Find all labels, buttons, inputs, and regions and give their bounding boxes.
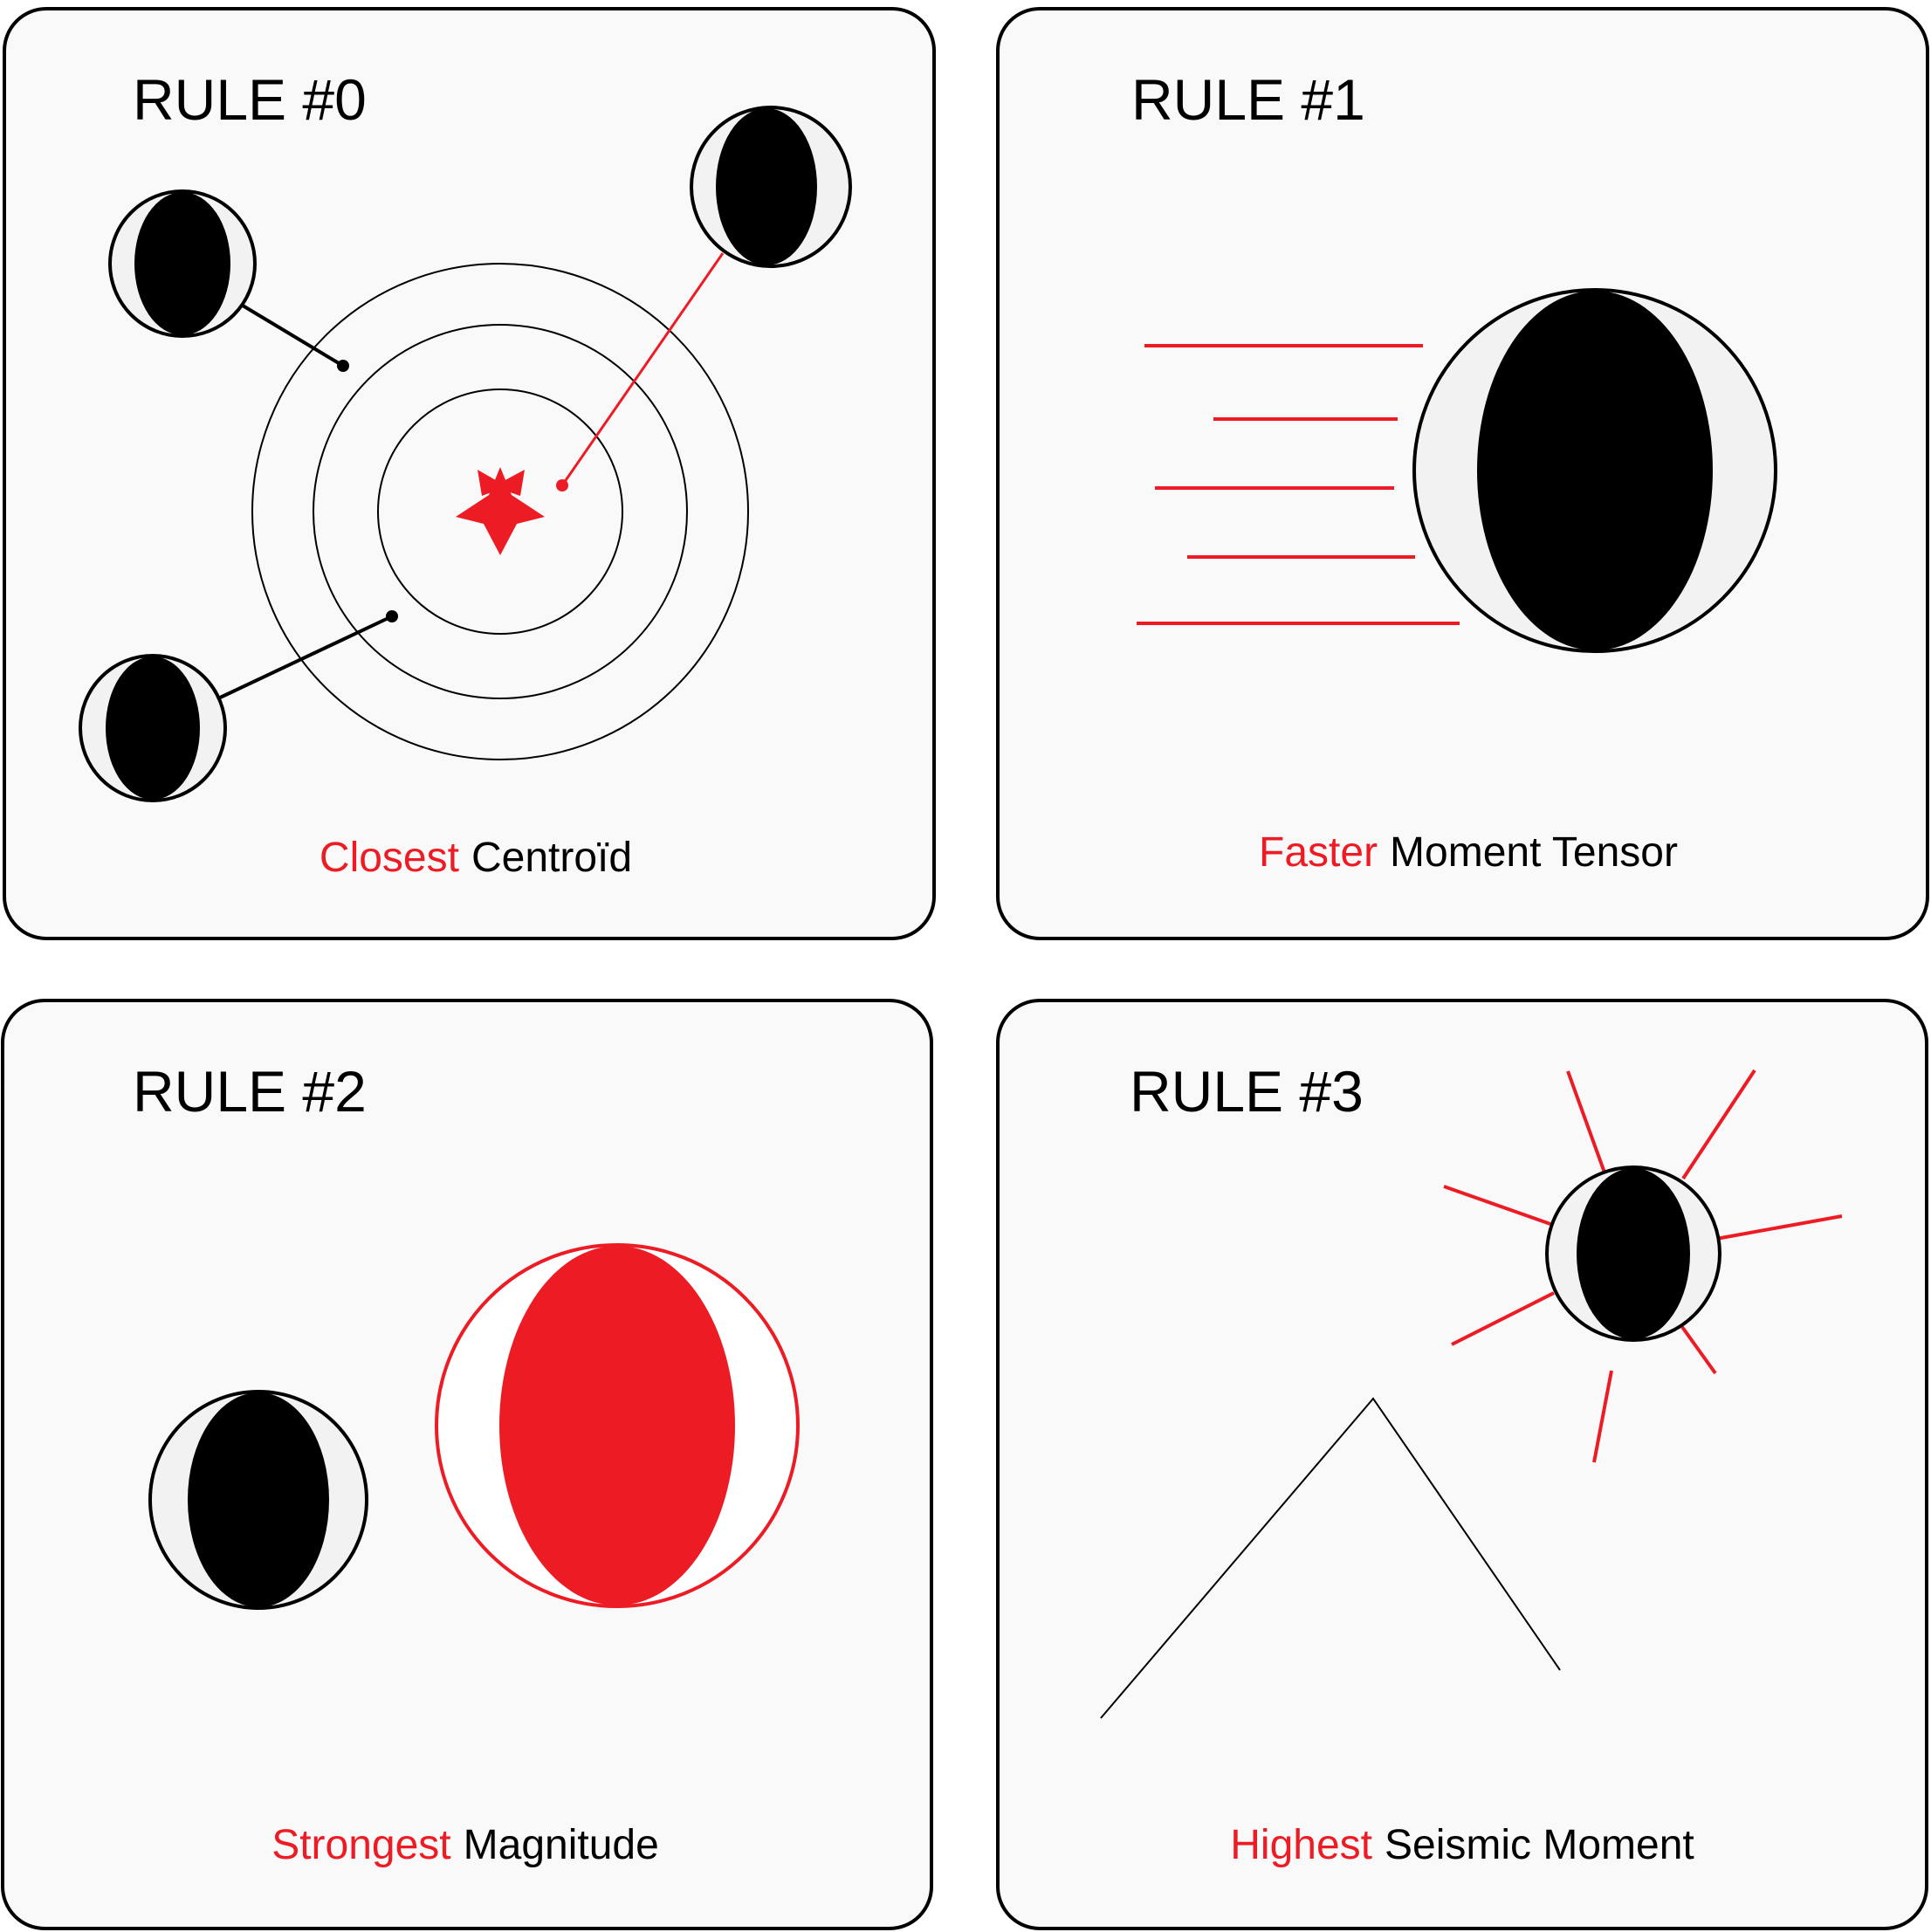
panel-rule-2: RULE #2 Strongest Magnitude bbox=[1, 999, 933, 1930]
connector-line bbox=[217, 615, 393, 700]
panel-title: RULE #3 bbox=[1130, 1059, 1364, 1124]
inner-ring bbox=[377, 388, 623, 635]
panel-rule-0: RULE #0 Closest Centroïd bbox=[3, 7, 936, 940]
panel-caption: Closest Centroïd bbox=[320, 835, 632, 881]
panel-rule-3: RULE #3 Highest Seismic Moment bbox=[996, 999, 1928, 1930]
beachball-icon bbox=[690, 106, 852, 268]
beachball-icon bbox=[1412, 288, 1777, 653]
mountain-peak-outline bbox=[1100, 1397, 1561, 1719]
beachball-red-icon bbox=[435, 1243, 800, 1608]
caption-rest: Centroïd bbox=[471, 835, 632, 881]
star-shape bbox=[478, 470, 525, 496]
panel-caption: Strongest Magnitude bbox=[271, 1822, 659, 1868]
middle-ring bbox=[313, 324, 688, 699]
radiating-rays bbox=[1443, 1069, 1843, 1463]
connector-line bbox=[241, 304, 345, 368]
connector-dot-red bbox=[556, 479, 568, 492]
beachball-icon bbox=[148, 1390, 368, 1610]
caption-highlight: Strongest bbox=[271, 1822, 450, 1868]
connector-line-red bbox=[560, 252, 725, 486]
caption-rest: Moment Tensor bbox=[1390, 829, 1678, 876]
caption-rest: Seismic Moment bbox=[1385, 1822, 1694, 1868]
outer-ring bbox=[251, 263, 749, 760]
connector-dot bbox=[337, 360, 349, 372]
panel-caption: Faster Moment Tensor bbox=[1259, 829, 1678, 876]
panel-rule-1: RULE #1 Faster Moment Tensor bbox=[996, 7, 1929, 940]
caption-highlight: Faster bbox=[1259, 829, 1378, 876]
caption-highlight: Closest bbox=[320, 835, 459, 881]
panel-title: RULE #2 bbox=[133, 1059, 367, 1124]
panel-title: RULE #0 bbox=[133, 67, 367, 132]
beachball-icon bbox=[1545, 1165, 1721, 1342]
beachball-icon bbox=[79, 654, 227, 802]
caption-highlight: Highest bbox=[1230, 1822, 1372, 1868]
caption-rest: Magnitude bbox=[464, 1822, 659, 1868]
panel-title: RULE #1 bbox=[1131, 67, 1365, 132]
panel-frame bbox=[996, 999, 1928, 1930]
panel-caption: Highest Seismic Moment bbox=[1230, 1822, 1694, 1868]
beachball-icon bbox=[108, 189, 257, 338]
connector-dot bbox=[386, 610, 398, 622]
speed-lines bbox=[1137, 344, 1460, 625]
epicenter-star-icon bbox=[456, 467, 545, 555]
concentric-rings bbox=[251, 263, 749, 760]
